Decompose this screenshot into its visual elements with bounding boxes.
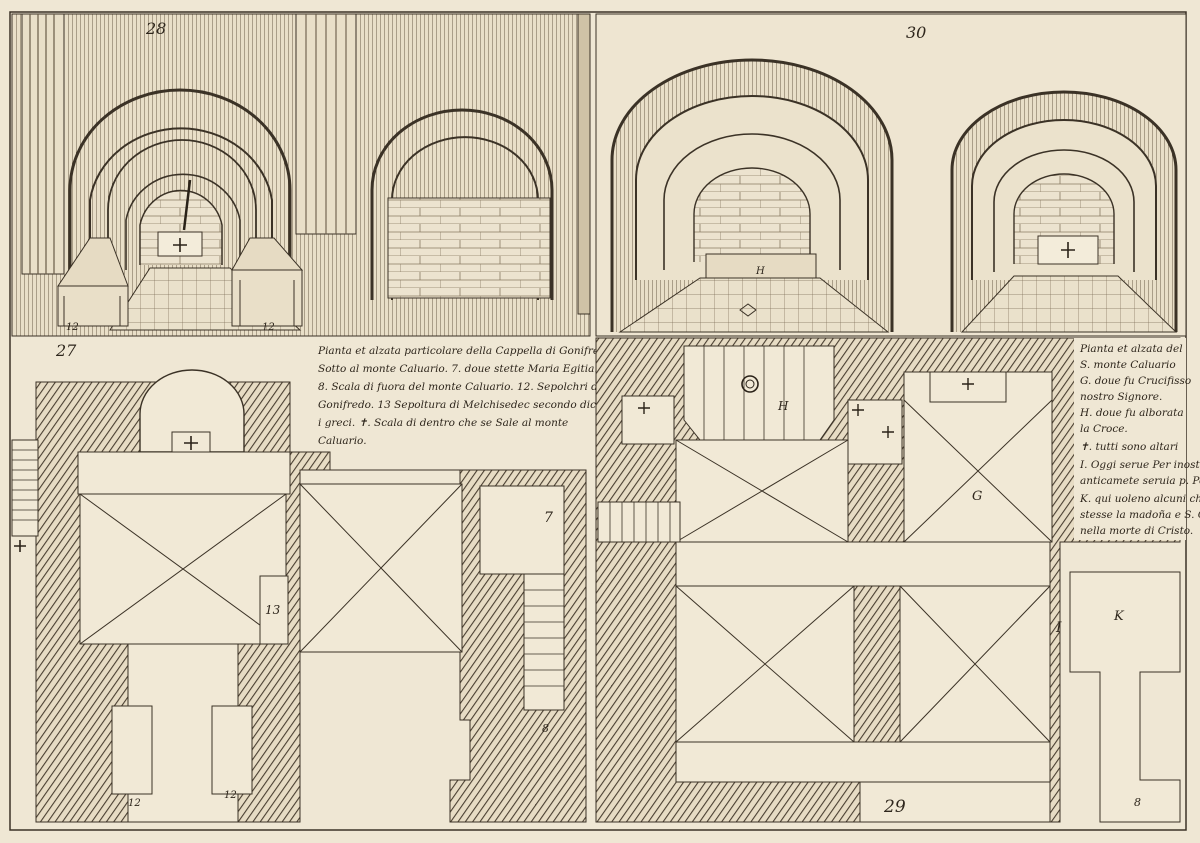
caption-right-line-9: anticamete seruia p. Porta xyxy=(1080,475,1200,487)
elevation-28: 28 12 12 xyxy=(11,13,591,337)
plan-29: H G I K 8 29 xyxy=(595,337,1181,823)
elevation-30: H 30 xyxy=(595,13,1187,337)
caption-left-line-6: Caluario. xyxy=(318,435,367,447)
label-G: G xyxy=(972,489,982,504)
caption-right-line-10: K. qui uoleno alcuni chi xyxy=(1079,493,1200,505)
caption-right-line-3: G. doue fu Crucifisso xyxy=(1080,375,1191,387)
label-I: I xyxy=(1055,620,1062,636)
label-12-elevation-left: 12 xyxy=(66,322,79,333)
plate-number-27: 27 xyxy=(55,341,77,360)
caption-right-line-7: ✝. tutti sono altari xyxy=(1080,441,1178,453)
label-12-plan-left: 12 xyxy=(128,798,141,809)
label-H: H xyxy=(777,399,789,413)
caption-left-line-2: Sotto al monte Caluario. 7. doue stette … xyxy=(318,363,598,375)
caption-left-line-1: Pianta et alzata particolare della Cappe… xyxy=(317,345,612,357)
label-7: 7 xyxy=(544,510,553,526)
label-H-elevation: H xyxy=(755,266,765,277)
caption-right-line-8: I. Oggi serue Per inostr xyxy=(1079,459,1200,471)
label-8-left-plan: 8 xyxy=(542,722,549,735)
caption-right-line-11: stesse la madoña e S. Go xyxy=(1080,509,1200,521)
label-12-elevation-right: 12 xyxy=(262,322,275,333)
label-12-plan-right: 12 xyxy=(224,790,237,801)
caption-left-line-4: Gonifredo. 13 Sepoltura di Melchisedec s… xyxy=(318,399,615,411)
caption-left-line-3: 8. Scala di fuora del monte Caluario. 12… xyxy=(318,381,601,393)
caption-right-line-4: nostro Signore. xyxy=(1080,391,1162,403)
plate-number-30: 30 xyxy=(906,23,926,42)
plan-27: 27 13 7 8 12 12 xyxy=(11,341,587,823)
caption-right-line-12: nella morte di Cristo. xyxy=(1080,525,1193,537)
plate-number-28: 28 xyxy=(145,19,166,38)
label-13: 13 xyxy=(265,603,281,617)
caption-right-line-6: la Croce. xyxy=(1080,423,1128,435)
caption-right-line-5: H. doue fu alborata xyxy=(1079,407,1184,419)
label-8-right-plan: 8 xyxy=(1134,796,1141,809)
caption-left: Pianta et alzata particolare della Cappe… xyxy=(317,345,615,447)
caption-right-line-2: S. monte Caluario xyxy=(1080,359,1176,371)
label-K: K xyxy=(1113,609,1125,624)
caption-left-line-5: i greci. ✝. Scala di dentro che se Sale … xyxy=(318,417,568,429)
plate-number-29: 29 xyxy=(883,797,906,817)
caption-right-line-1: Pianta et alzata del xyxy=(1079,343,1183,355)
caption-right: Pianta et alzata del S. monte Caluario G… xyxy=(1074,338,1200,540)
